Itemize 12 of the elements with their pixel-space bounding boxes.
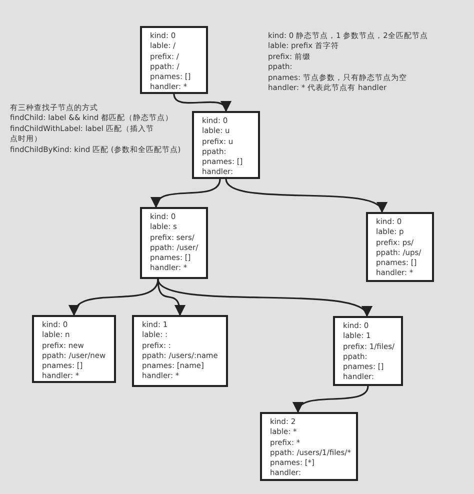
node-box — [366, 212, 434, 282]
arrow — [152, 178, 221, 208]
node-box — [32, 315, 116, 383]
arrow — [173, 94, 230, 112]
arrow — [70, 278, 159, 316]
node-box — [192, 111, 260, 179]
node-box — [132, 315, 228, 387]
node-box — [140, 26, 208, 94]
node-box — [260, 412, 358, 481]
arrow — [295, 386, 369, 414]
node-box — [333, 316, 403, 386]
node-box — [140, 207, 208, 279]
